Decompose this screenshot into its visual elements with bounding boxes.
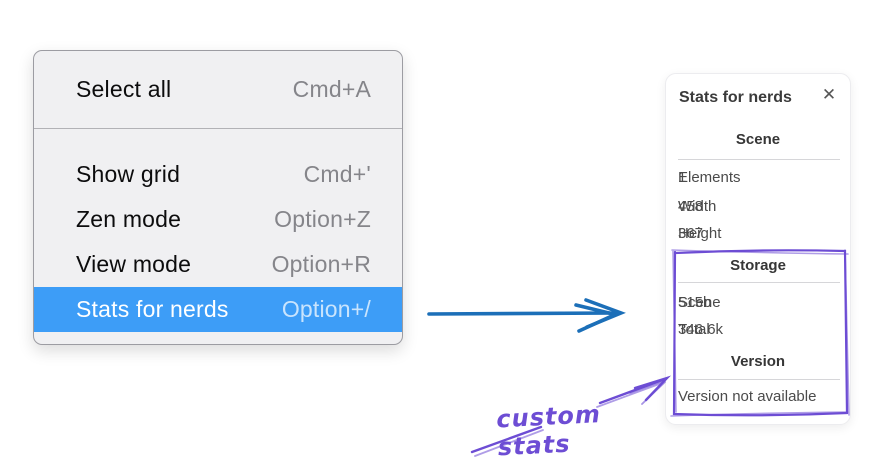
close-icon[interactable]: ✕ xyxy=(821,85,837,104)
section-heading-scene: Scene xyxy=(735,131,781,148)
section-heading-version: Version xyxy=(730,353,786,370)
stat-value: 515b xyxy=(678,294,712,311)
menu-item-select-all[interactable]: Select all Cmd+A xyxy=(34,51,402,128)
section-divider xyxy=(678,379,840,380)
stats-panel-title: Stats for nerds xyxy=(679,89,792,106)
menu-item-shortcut: Option+Z xyxy=(274,206,371,232)
menu-item-label: Select all xyxy=(76,76,172,102)
menu-item-label: View mode xyxy=(76,251,192,277)
version-note: Version not available xyxy=(678,388,817,405)
menu-item-view-mode[interactable]: View mode Option+R xyxy=(34,242,402,287)
stat-value: 346.6k xyxy=(678,321,724,338)
stat-label: Height xyxy=(678,225,722,242)
stat-value: 1 xyxy=(678,169,687,186)
stat-value: 367 xyxy=(678,225,704,242)
section-divider xyxy=(678,159,840,160)
menu-item-label: Show grid xyxy=(76,161,181,187)
menu-item-shortcut: Option+/ xyxy=(281,296,371,322)
menu-item-zen-mode[interactable]: Zen mode Option+Z xyxy=(34,197,402,242)
stat-value: 458 xyxy=(678,198,704,215)
menu-item-shortcut: Cmd+A xyxy=(292,76,371,102)
menu-item-label: Stats for nerds xyxy=(76,296,229,322)
section-heading-storage: Storage xyxy=(730,257,786,274)
flow-arrow xyxy=(427,298,626,333)
menu-item-label: Zen mode xyxy=(76,206,182,232)
section-divider xyxy=(678,282,840,283)
menu-item-shortcut: Option+R xyxy=(271,251,371,277)
menu-item-stats-for-nerds[interactable]: Stats for nerds Option+/ xyxy=(34,287,402,332)
context-menu: Select all Cmd+A Show grid Cmd+' Zen mod… xyxy=(33,50,403,345)
menu-item-shortcut: Cmd+' xyxy=(303,161,371,187)
menu-item-show-grid[interactable]: Show grid Cmd+' xyxy=(34,152,402,197)
menu-section: Show grid Cmd+' Zen mode Option+Z View m… xyxy=(34,129,402,332)
stat-label: Elements xyxy=(678,169,741,186)
stat-label: Width xyxy=(678,198,717,215)
stats-panel: Stats for nerds ✕ Scene Elements 1 Width… xyxy=(665,73,851,425)
custom-stats-label: custom stats xyxy=(495,400,602,461)
menu-divider xyxy=(34,128,402,129)
